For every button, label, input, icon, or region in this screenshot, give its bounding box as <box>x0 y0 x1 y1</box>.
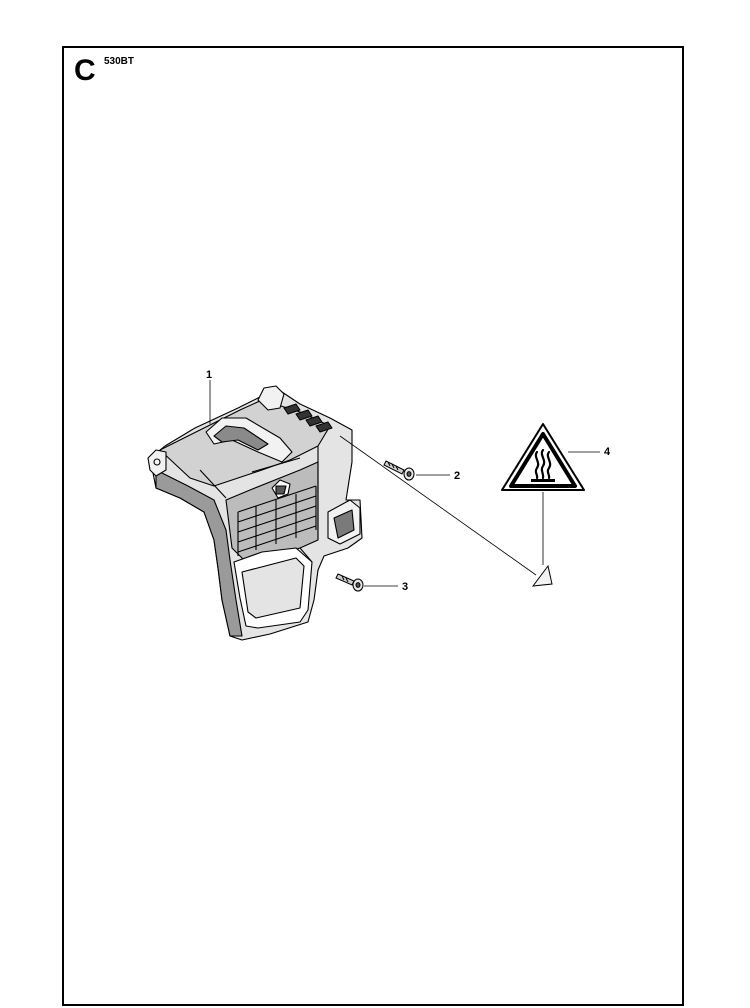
label-placement-line <box>339 435 537 576</box>
callout-4: 4 <box>604 446 611 458</box>
hot-surface-icon <box>534 448 552 480</box>
screw-short-part <box>335 573 364 592</box>
warning-label-part <box>501 423 585 587</box>
section-letter: C <box>74 54 96 87</box>
placement-marker-icon <box>531 564 553 587</box>
screw-long-part <box>383 460 415 481</box>
model-name: 530BT <box>104 56 135 67</box>
cylinder-cover-part <box>147 385 363 641</box>
callout-1: 1 <box>206 369 212 381</box>
leader-lines <box>209 380 600 587</box>
callout-3: 3 <box>402 581 408 593</box>
page-frame <box>62 46 684 1006</box>
hot-surface-base-icon <box>531 479 555 482</box>
callout-2: 2 <box>454 470 460 482</box>
